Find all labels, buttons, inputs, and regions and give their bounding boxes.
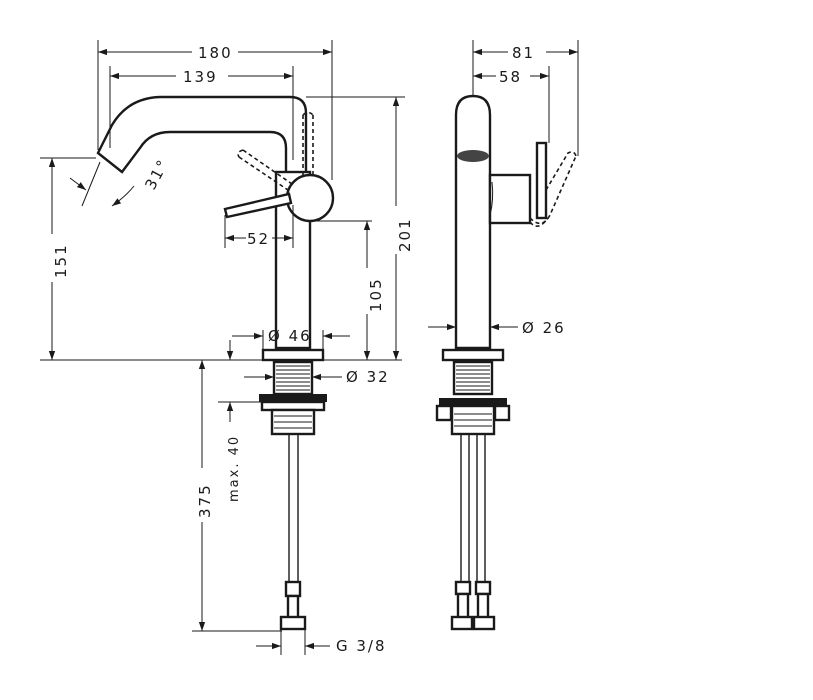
dim-dia-26: Ø 26 xyxy=(522,319,566,337)
lever-handle xyxy=(223,192,293,219)
dim-180: 180 xyxy=(198,44,233,62)
dim-dia-32: Ø 32 xyxy=(346,368,390,386)
dim-58: 58 xyxy=(499,68,522,86)
dim-dia-46: Ø 46 xyxy=(268,327,312,345)
dim-52: 52 xyxy=(247,230,270,248)
dim-139: 139 xyxy=(183,68,218,86)
mounting-washer xyxy=(260,400,326,412)
mounting-nut xyxy=(259,394,327,402)
hose-fitting xyxy=(284,580,302,598)
lever-housing xyxy=(488,173,532,225)
lever-hub xyxy=(285,173,335,223)
dim-81: 81 xyxy=(512,44,535,62)
thread-lines xyxy=(276,365,310,391)
dim-angle-31: 31° xyxy=(141,156,172,193)
dim-375: 375 xyxy=(196,483,214,518)
front-view xyxy=(96,95,335,631)
lever-alt-position-1 xyxy=(237,149,293,191)
spout xyxy=(96,95,308,177)
aerator xyxy=(457,150,489,162)
side-base-plate xyxy=(441,348,505,362)
lever-alt-position-2 xyxy=(302,111,314,175)
side-body xyxy=(454,94,492,350)
side-view xyxy=(435,94,577,631)
side-lever xyxy=(535,141,548,220)
dim-201: 201 xyxy=(396,217,414,252)
dim-105: 105 xyxy=(367,277,385,312)
hose-nut xyxy=(279,615,307,631)
dim-151: 151 xyxy=(52,243,70,278)
dim-thread-g38: G 3/8 xyxy=(336,637,387,655)
base-plate xyxy=(261,348,325,362)
dimension-lines: 180 139 31° 52 151 201 105 Ø 46 xyxy=(40,40,579,655)
dim-max-40: max. 40 xyxy=(227,435,242,502)
